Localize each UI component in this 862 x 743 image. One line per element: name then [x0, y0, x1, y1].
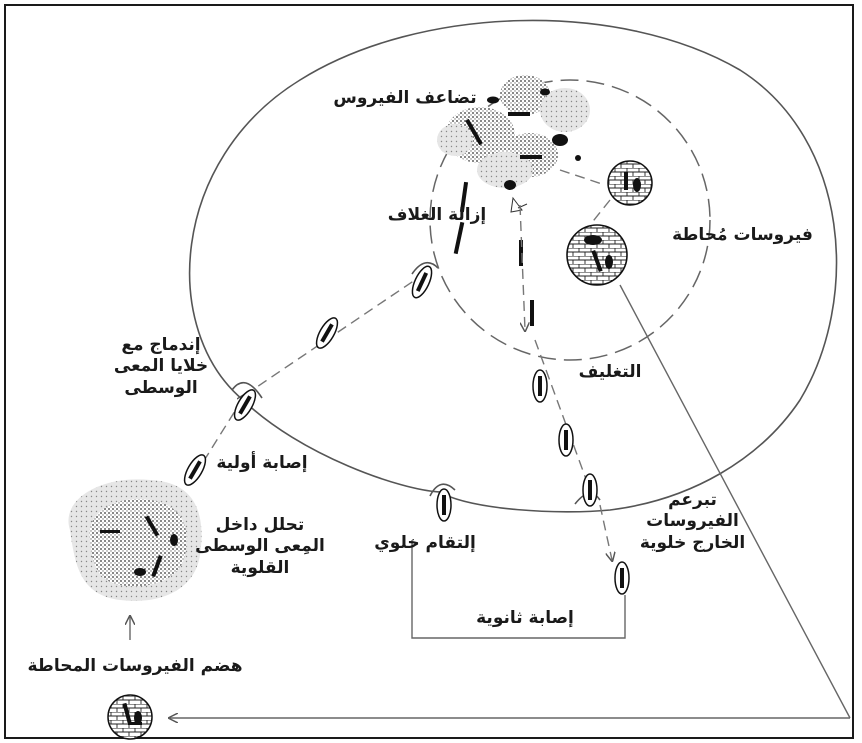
pathway-lines — [194, 169, 612, 560]
occlusion-body-large — [566, 224, 628, 286]
membrane-bump-uncoat — [411, 261, 439, 275]
label-enveloped-viruses: فيروسات مُحاطة — [672, 225, 813, 245]
label-endocytosis: إلتقام خلوي — [374, 533, 476, 553]
nucleus — [429, 79, 711, 361]
label-envelopment: التغليف — [578, 362, 642, 382]
label-primary-infection: إصابة أولية — [216, 453, 308, 473]
occlusion-body-small — [607, 160, 653, 206]
label-dissolution: تحلل داخل المِعى الوسطى القلوية — [195, 515, 325, 578]
return-loop — [130, 284, 851, 718]
label-secondary-infection: إصابة ثانوية — [476, 608, 574, 628]
label-uncoating: إزالة الغلاف — [387, 205, 487, 225]
occlusion-derived-virions — [183, 265, 433, 486]
label-virus-replication: تضاعف الفيروس — [333, 88, 477, 108]
membrane-bump-fusion — [231, 381, 263, 399]
occlusion-body-ingested — [107, 694, 153, 740]
label-budding: تبرعم الفيروسات الخارج خلوية — [639, 490, 746, 553]
secondary-infection-bracket — [411, 540, 626, 639]
membrane-bump-endocytosis — [429, 483, 456, 497]
dissolving-occlusion-body — [68, 479, 202, 601]
virogenic-stroma — [437, 75, 590, 190]
label-fusion: إندماج مع خلايا المعى الوسطى — [113, 335, 209, 398]
nucleocapsid-rods — [453, 181, 534, 326]
budded-virions — [436, 369, 630, 595]
label-digestion: هضم الفيروسات المحاطة — [27, 656, 243, 676]
diagram-frame — [4, 4, 854, 739]
